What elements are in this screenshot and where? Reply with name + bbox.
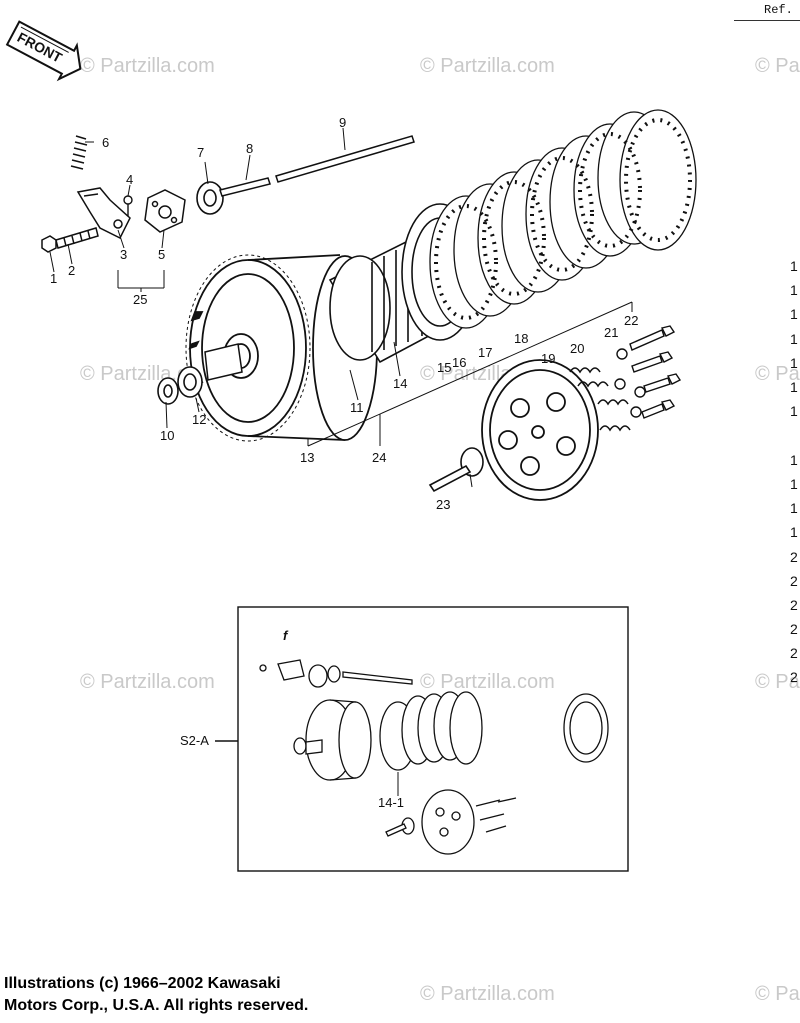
inset-part-label: 14-1 — [378, 795, 404, 810]
callout-15: 15 — [437, 360, 451, 375]
copyright-notice: Illustrations (c) 1966–2002 Kawasaki Mot… — [4, 973, 308, 1017]
callout-2: 2 — [68, 263, 75, 278]
springs-20 — [569, 367, 631, 432]
ref-digit: 2 — [790, 597, 798, 613]
ref-rule — [734, 20, 800, 21]
callout-18: 18 — [514, 331, 528, 346]
bracket-25 — [117, 270, 165, 292]
callout-7: 7 — [197, 145, 204, 160]
gear-teeth — [185, 254, 311, 442]
callout-1: 1 — [50, 271, 57, 286]
watermark: © Partzilla.com — [420, 55, 555, 77]
ref-digit: 1 — [790, 306, 798, 322]
watermark: © Partzilla.com — [420, 983, 555, 1005]
ref-digit: 2 — [790, 621, 798, 637]
callout-12: 12 — [192, 412, 206, 427]
ref-digit: 2 — [790, 669, 798, 685]
ref-digit: 2 — [790, 549, 798, 565]
bolts-22 — [629, 325, 682, 419]
bracket-24 — [307, 301, 633, 447]
callout-23: 23 — [436, 497, 450, 512]
front-arrow: FRONT — [5, 20, 82, 82]
lifter-23 — [428, 447, 484, 493]
callout-25: 25 — [133, 292, 147, 307]
callout-9: 9 — [339, 115, 346, 130]
callout-13: 13 — [300, 450, 314, 465]
ref-label: Ref. — [764, 3, 793, 17]
bolt-1 — [41, 227, 99, 253]
inset-parts — [259, 659, 609, 855]
release-lever-3 — [76, 187, 131, 240]
inset-box — [215, 606, 629, 872]
push-rod-8 — [219, 177, 271, 197]
callout-24: 24 — [372, 450, 386, 465]
spring-6 — [70, 135, 88, 170]
watermark: © Partzilla.com — [80, 671, 215, 693]
ref-digit: 1 — [790, 258, 798, 274]
callout-20: 20 — [570, 341, 584, 356]
watermark: © Partzilla.com — [755, 671, 800, 693]
watermark: © Partzilla.com — [755, 363, 800, 385]
callout-16: 16 — [452, 355, 466, 370]
watermark: © Partzilla.com — [420, 671, 555, 693]
watermark: © Partzilla.com — [80, 55, 215, 77]
ref-digit: 1 — [790, 476, 798, 492]
ref-digit: 1 — [790, 379, 798, 395]
plate-stack-teeth — [434, 118, 692, 320]
callout-11: 11 — [350, 400, 364, 415]
callout-14: 14 — [393, 376, 407, 391]
copyright-line-1: Illustrations (c) 1966–2002 Kawasaki — [4, 975, 281, 992]
ref-digit: 1 — [790, 500, 798, 516]
ref-digit: 2 — [790, 573, 798, 589]
release-housing-5 — [144, 189, 186, 233]
washer-10 — [157, 377, 179, 405]
callout-17: 17 — [478, 345, 492, 360]
callout-3: 3 — [120, 247, 127, 262]
callout-4: 4 — [126, 172, 133, 187]
push-rod-9 — [275, 135, 415, 183]
ref-digit: 1 — [790, 282, 798, 298]
callout-8: 8 — [246, 141, 253, 156]
inset-tag: S2-A — [180, 733, 209, 748]
plate-stack — [429, 109, 697, 329]
callout-5: 5 — [158, 247, 165, 262]
ref-digit: 1 — [790, 355, 798, 371]
callout-22: 22 — [624, 313, 638, 328]
inset-mark: f — [283, 628, 289, 643]
callout-10: 10 — [160, 428, 174, 443]
pressure-plate-19 — [481, 359, 599, 501]
washers-21 — [614, 348, 646, 418]
ref-digit: 1 — [790, 403, 798, 419]
ref-digit: 1 — [790, 524, 798, 540]
callout-labels: 1 2 3 4 5 6 7 8 9 10 11 12 13 14 15 16 1… — [50, 115, 638, 512]
shaft-bushing — [204, 343, 243, 381]
ref-digit: 1 — [790, 331, 798, 347]
ref-digit: 2 — [790, 645, 798, 661]
callout-6: 6 — [102, 135, 109, 150]
copyright-line-2: Motors Corp., U.S.A. All rights reserved… — [4, 997, 309, 1014]
leader-lines — [49, 127, 473, 488]
watermark: © Partzilla.com — [755, 983, 800, 1005]
callout-21: 21 — [604, 325, 618, 340]
sleeve-12 — [177, 366, 203, 398]
oil-seal-7 — [196, 181, 224, 215]
callout-19: 19 — [541, 351, 555, 366]
watermark: © Partzilla.com — [755, 55, 800, 77]
ref-digit: 1 — [790, 452, 798, 468]
